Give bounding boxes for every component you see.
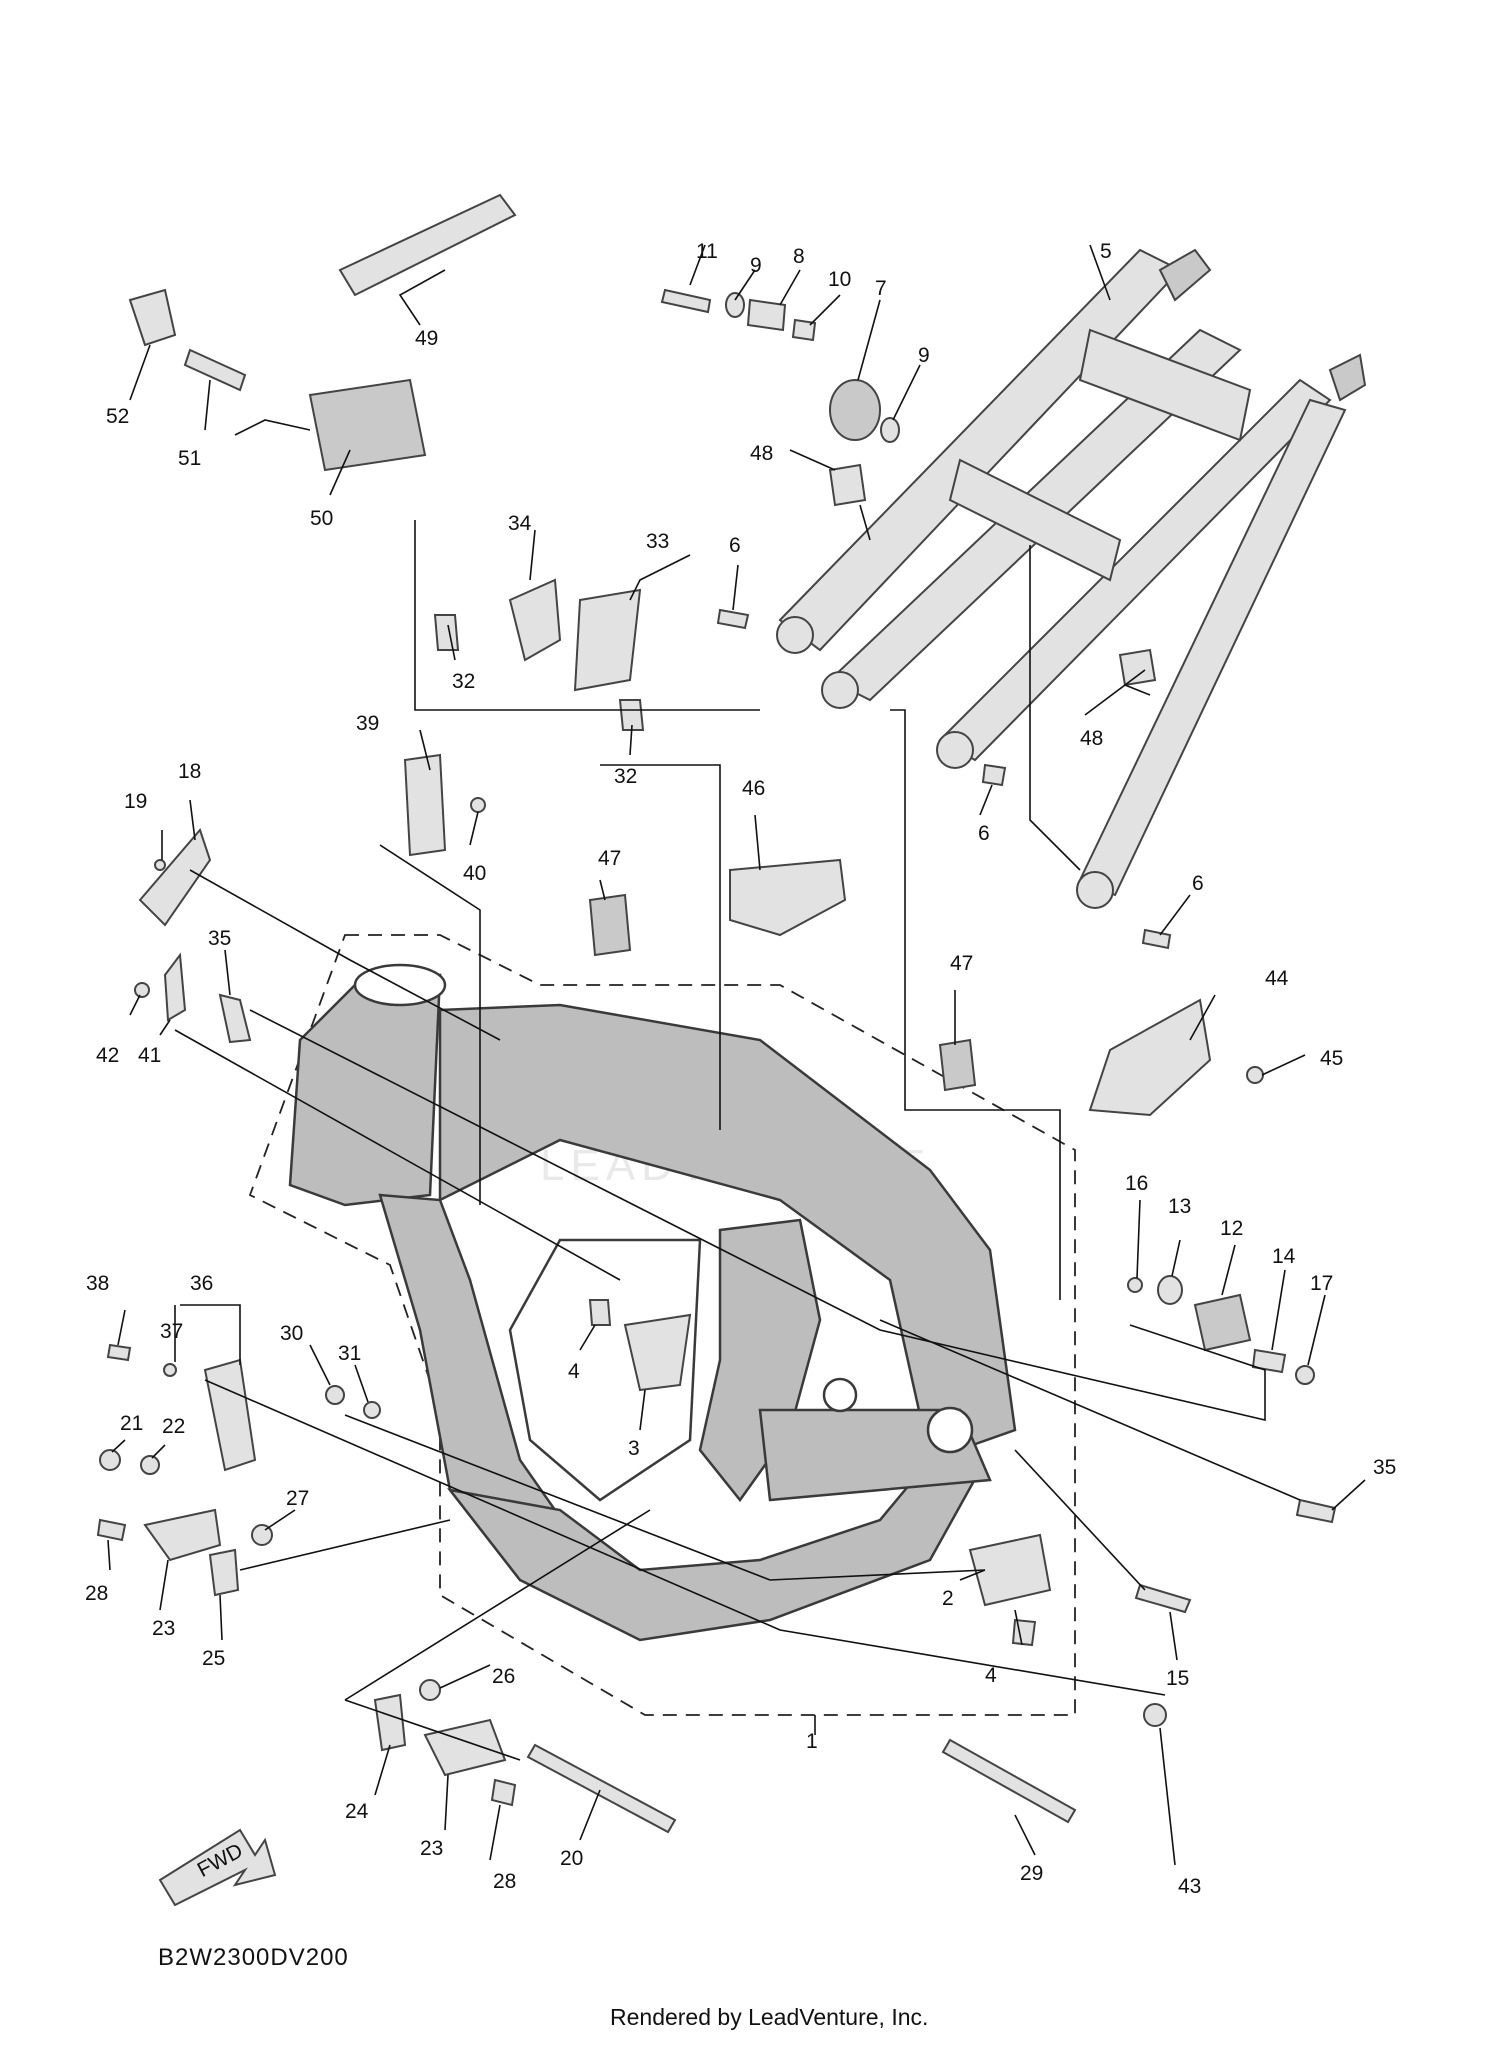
callout-2: 2 bbox=[942, 1587, 954, 1610]
callout-6b: 6 bbox=[978, 822, 990, 845]
main-frame bbox=[288, 963, 1017, 1642]
callout-44: 44 bbox=[1265, 967, 1289, 990]
callout-25: 25 bbox=[202, 1647, 225, 1670]
callout-24: 24 bbox=[345, 1800, 369, 1823]
callout-7: 7 bbox=[875, 277, 887, 300]
callout-27: 27 bbox=[286, 1487, 309, 1510]
callout-48b: 48 bbox=[1080, 727, 1103, 750]
callout-51: 51 bbox=[178, 447, 201, 470]
callout-12: 12 bbox=[1220, 1217, 1243, 1240]
callout-50: 50 bbox=[310, 507, 333, 530]
callout-52: 52 bbox=[106, 405, 129, 428]
callout-47: 47 bbox=[598, 847, 621, 870]
callout-1: 1 bbox=[806, 1730, 818, 1753]
callout-3: 3 bbox=[628, 1437, 640, 1460]
callout-46: 46 bbox=[742, 777, 765, 800]
callout-28b: 28 bbox=[493, 1870, 516, 1893]
callout-36: 36 bbox=[190, 1272, 213, 1295]
callout-40: 40 bbox=[463, 862, 486, 885]
callout-6c: 6 bbox=[1192, 872, 1204, 895]
callout-5: 5 bbox=[1100, 240, 1112, 263]
callout-49: 49 bbox=[415, 327, 438, 350]
callout-22: 22 bbox=[162, 1415, 185, 1438]
callout-31: 31 bbox=[338, 1342, 361, 1365]
callout-26: 26 bbox=[492, 1665, 515, 1688]
callout-38: 38 bbox=[86, 1272, 109, 1295]
callout-15: 15 bbox=[1166, 1667, 1189, 1690]
callout-18: 18 bbox=[178, 760, 201, 783]
callout-17: 17 bbox=[1310, 1272, 1333, 1295]
callout-10: 10 bbox=[828, 268, 851, 291]
callout-9b: 9 bbox=[918, 344, 930, 367]
callout-19: 19 bbox=[124, 790, 147, 813]
callout-35b: 35 bbox=[1373, 1456, 1396, 1479]
callout-29: 29 bbox=[1020, 1862, 1043, 1885]
callout-labels: 1 2 3 4 4 5 6 6 6 7 8 9 9 10 11 12 13 14… bbox=[85, 240, 1396, 1898]
callout-8: 8 bbox=[793, 245, 805, 268]
callout-42: 42 bbox=[96, 1044, 119, 1067]
callout-48: 48 bbox=[750, 442, 773, 465]
forward-direction-indicator: FWD bbox=[158, 1828, 277, 1907]
callout-32b: 32 bbox=[614, 765, 637, 788]
callout-20: 20 bbox=[560, 1847, 583, 1870]
callout-39: 39 bbox=[356, 712, 379, 735]
callout-34: 34 bbox=[508, 512, 532, 535]
leader-lines bbox=[107, 244, 1366, 1866]
callout-14: 14 bbox=[1272, 1245, 1296, 1268]
callout-41: 41 bbox=[138, 1044, 161, 1067]
callout-4b: 4 bbox=[985, 1664, 997, 1687]
callout-21: 21 bbox=[120, 1412, 143, 1435]
small-parts bbox=[96, 193, 1337, 1834]
callout-43: 43 bbox=[1178, 1875, 1201, 1898]
callout-23b: 23 bbox=[420, 1837, 443, 1860]
callout-11: 11 bbox=[696, 240, 718, 263]
callout-23: 23 bbox=[152, 1617, 175, 1640]
callout-35: 35 bbox=[208, 927, 231, 950]
callout-33: 33 bbox=[646, 530, 669, 553]
callout-6: 6 bbox=[729, 534, 741, 557]
callout-45: 45 bbox=[1320, 1047, 1343, 1070]
callout-16: 16 bbox=[1125, 1172, 1148, 1195]
callout-37: 37 bbox=[160, 1320, 183, 1343]
callout-30: 30 bbox=[280, 1322, 303, 1345]
callout-32: 32 bbox=[452, 670, 475, 693]
diagram-code: B2W2300DV200 bbox=[158, 1944, 349, 1971]
callout-13: 13 bbox=[1168, 1195, 1191, 1218]
frame-assembly-boundary bbox=[248, 934, 1076, 1716]
rear-subframe bbox=[776, 248, 1367, 909]
callout-47b: 47 bbox=[950, 952, 973, 975]
render-credit: Rendered by LeadVenture, Inc. bbox=[610, 2004, 928, 2030]
callout-28: 28 bbox=[85, 1582, 108, 1605]
callout-9: 9 bbox=[750, 254, 762, 277]
callout-4: 4 bbox=[568, 1360, 580, 1383]
